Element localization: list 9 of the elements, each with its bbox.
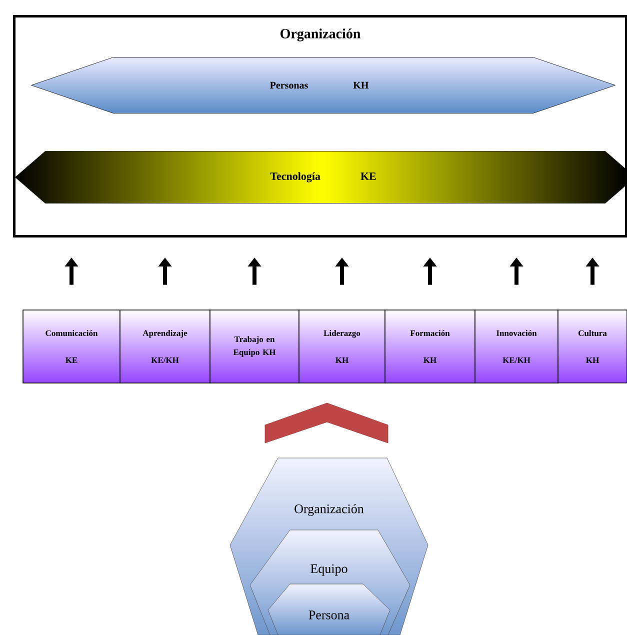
category-box: Innovación KE/KH xyxy=(474,310,558,384)
category-box: Comunicación KE xyxy=(22,310,120,384)
category-box: Formación KH xyxy=(384,310,476,384)
category-box: Trabajo en Equipo KH xyxy=(210,310,300,384)
category-box: Liderazgo KH xyxy=(298,310,386,384)
category-box: Cultura KH xyxy=(558,310,627,384)
hexagon-band: Personas KH xyxy=(31,57,616,114)
hexagon-band: Tecnología KE xyxy=(15,151,627,204)
category-box: Aprendizaje KE/KH xyxy=(120,310,210,384)
